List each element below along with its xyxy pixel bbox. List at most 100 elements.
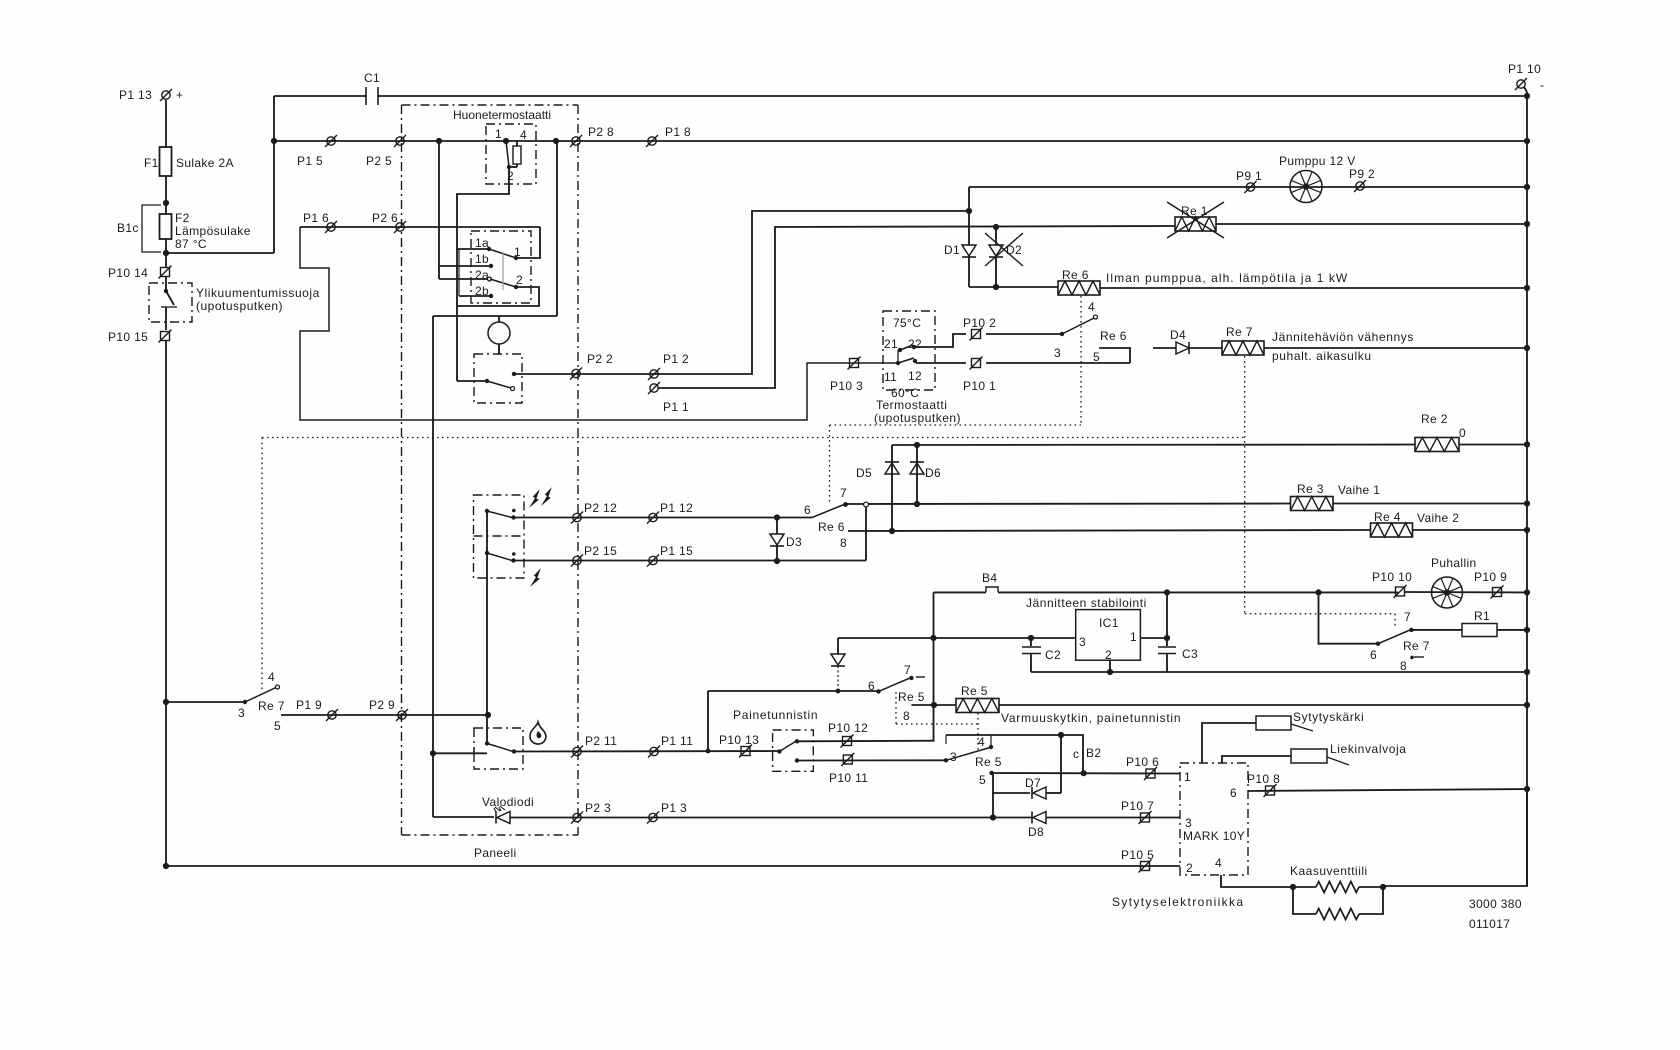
svg-text:6: 6 <box>868 679 875 693</box>
svg-text:P2 3: P2 3 <box>585 801 611 815</box>
svg-text:8: 8 <box>1400 659 1407 673</box>
svg-text:Re 7: Re 7 <box>1226 325 1253 339</box>
svg-text:Re 5: Re 5 <box>975 755 1002 769</box>
svg-text:P9 1: P9 1 <box>1236 169 1262 183</box>
svg-text:1a: 1a <box>475 236 489 250</box>
svg-text:F1: F1 <box>144 156 159 170</box>
svg-text:Re 2: Re 2 <box>1421 412 1448 426</box>
svg-text:Ylikuumentumissuoja: Ylikuumentumissuoja <box>196 286 320 300</box>
svg-text:P2 6: P2 6 <box>372 211 398 225</box>
svg-text:D2: D2 <box>1006 243 1022 257</box>
svg-text:21: 21 <box>884 337 898 351</box>
svg-text:2: 2 <box>516 273 523 287</box>
svg-text:P10 2: P10 2 <box>963 316 996 330</box>
svg-text:Re 5: Re 5 <box>961 684 988 698</box>
svg-text:P1 13: P1 13 <box>119 88 152 102</box>
svg-text:P10 6: P10 6 <box>1126 755 1159 769</box>
svg-text:8: 8 <box>903 709 910 723</box>
svg-text:Sulake 2A: Sulake 2A <box>176 156 234 170</box>
svg-text:5: 5 <box>979 773 986 787</box>
svg-text:D3: D3 <box>786 535 802 549</box>
svg-text:IC1: IC1 <box>1099 616 1119 630</box>
svg-text:7: 7 <box>1404 610 1411 624</box>
svg-text:P2 2: P2 2 <box>587 352 613 366</box>
svg-text:Ilman pumppua, alh. lämpötila: Ilman pumppua, alh. lämpötila ja 1 kW <box>1106 271 1348 285</box>
svg-text:Re 6: Re 6 <box>818 520 845 534</box>
svg-text:3: 3 <box>950 750 957 764</box>
svg-text:6: 6 <box>1230 786 1237 800</box>
svg-text:1: 1 <box>495 127 502 141</box>
svg-text:011017: 011017 <box>1469 917 1510 931</box>
svg-text:P1 1: P1 1 <box>663 400 689 414</box>
svg-text:P1 10: P1 10 <box>1508 62 1541 76</box>
svg-text:P1 8: P1 8 <box>665 125 691 139</box>
svg-text:3: 3 <box>1054 346 1061 360</box>
svg-text:P10 10: P10 10 <box>1372 570 1412 584</box>
svg-text:P1 5: P1 5 <box>297 154 323 168</box>
svg-text:2: 2 <box>1186 861 1193 875</box>
svg-text:P10 15: P10 15 <box>108 330 148 344</box>
svg-text:4: 4 <box>1088 300 1095 314</box>
svg-text:C2: C2 <box>1045 648 1061 662</box>
svg-text:7: 7 <box>840 486 847 500</box>
svg-text:Kaasuventtiili: Kaasuventtiili <box>1290 864 1368 878</box>
svg-text:P10 3: P10 3 <box>830 379 863 393</box>
svg-text:D1: D1 <box>944 243 960 257</box>
svg-text:60°C: 60°C <box>891 386 919 400</box>
svg-text:Valodiodi: Valodiodi <box>482 795 534 809</box>
svg-text:c: c <box>1073 747 1079 761</box>
svg-text:Painetunnistin: Painetunnistin <box>733 708 818 722</box>
svg-text:P10 1: P10 1 <box>963 379 996 393</box>
svg-text:1: 1 <box>1184 770 1191 784</box>
svg-text:Re 6: Re 6 <box>1100 329 1127 343</box>
svg-text:Re 3: Re 3 <box>1297 482 1324 496</box>
svg-text:Huonetermostaatti: Huonetermostaatti <box>453 108 551 122</box>
svg-text:P2 9: P2 9 <box>369 698 395 712</box>
svg-text:(upotusputken): (upotusputken) <box>874 411 961 425</box>
svg-text:B2: B2 <box>1086 746 1101 760</box>
svg-text:3: 3 <box>1079 635 1086 649</box>
svg-text:D7: D7 <box>1025 776 1041 790</box>
svg-text:3: 3 <box>238 706 245 720</box>
svg-text:Re 1: Re 1 <box>1181 204 1208 218</box>
svg-text:Termostaatti: Termostaatti <box>876 398 947 412</box>
svg-text:Re 6: Re 6 <box>1062 268 1089 282</box>
svg-text:Varmuuskytkin, painetunnistin: Varmuuskytkin, painetunnistin <box>1001 711 1181 725</box>
svg-text:D8: D8 <box>1028 825 1044 839</box>
svg-text:0: 0 <box>1459 426 1466 440</box>
svg-text:12: 12 <box>908 369 922 383</box>
svg-text:8: 8 <box>840 536 847 550</box>
svg-text:87 °C: 87 °C <box>175 237 207 251</box>
svg-text:4: 4 <box>978 735 985 749</box>
svg-text:Vaihe 2: Vaihe 2 <box>1417 511 1459 525</box>
svg-text:P10 12: P10 12 <box>828 721 868 735</box>
svg-text:B1c: B1c <box>117 221 139 235</box>
svg-text:6: 6 <box>804 503 811 517</box>
svg-text:P10 14: P10 14 <box>108 266 148 280</box>
svg-text:5: 5 <box>1093 350 1100 364</box>
svg-text:Puhallin: Puhallin <box>1431 556 1477 570</box>
svg-text:Re 4: Re 4 <box>1374 510 1401 524</box>
svg-text:Sytytyselektroniikka: Sytytyselektroniikka <box>1112 895 1244 909</box>
svg-text:(upotusputken): (upotusputken) <box>196 299 283 313</box>
svg-text:6: 6 <box>1370 648 1377 662</box>
svg-text:D4: D4 <box>1170 328 1186 342</box>
svg-text:Paneeli: Paneeli <box>474 846 516 860</box>
svg-text:4: 4 <box>520 128 527 142</box>
svg-text:D5: D5 <box>856 466 872 480</box>
svg-text:1b: 1b <box>475 252 489 266</box>
svg-text:Vaihe 1: Vaihe 1 <box>1338 483 1380 497</box>
svg-text:Re 7: Re 7 <box>1403 639 1430 653</box>
svg-text:4: 4 <box>268 670 275 684</box>
svg-text:F2: F2 <box>175 211 190 225</box>
svg-text:Liekinvalvoja: Liekinvalvoja <box>1330 742 1407 756</box>
svg-text:P10 13: P10 13 <box>719 733 759 747</box>
svg-text:P1 3: P1 3 <box>661 801 687 815</box>
svg-text:D6: D6 <box>925 466 941 480</box>
svg-text:C1: C1 <box>364 71 380 85</box>
svg-text:7: 7 <box>904 663 911 677</box>
svg-text:R1: R1 <box>1474 609 1490 623</box>
svg-text:3000 380: 3000 380 <box>1469 897 1522 911</box>
svg-text:5: 5 <box>274 719 281 733</box>
svg-text:P1 15: P1 15 <box>660 544 693 558</box>
